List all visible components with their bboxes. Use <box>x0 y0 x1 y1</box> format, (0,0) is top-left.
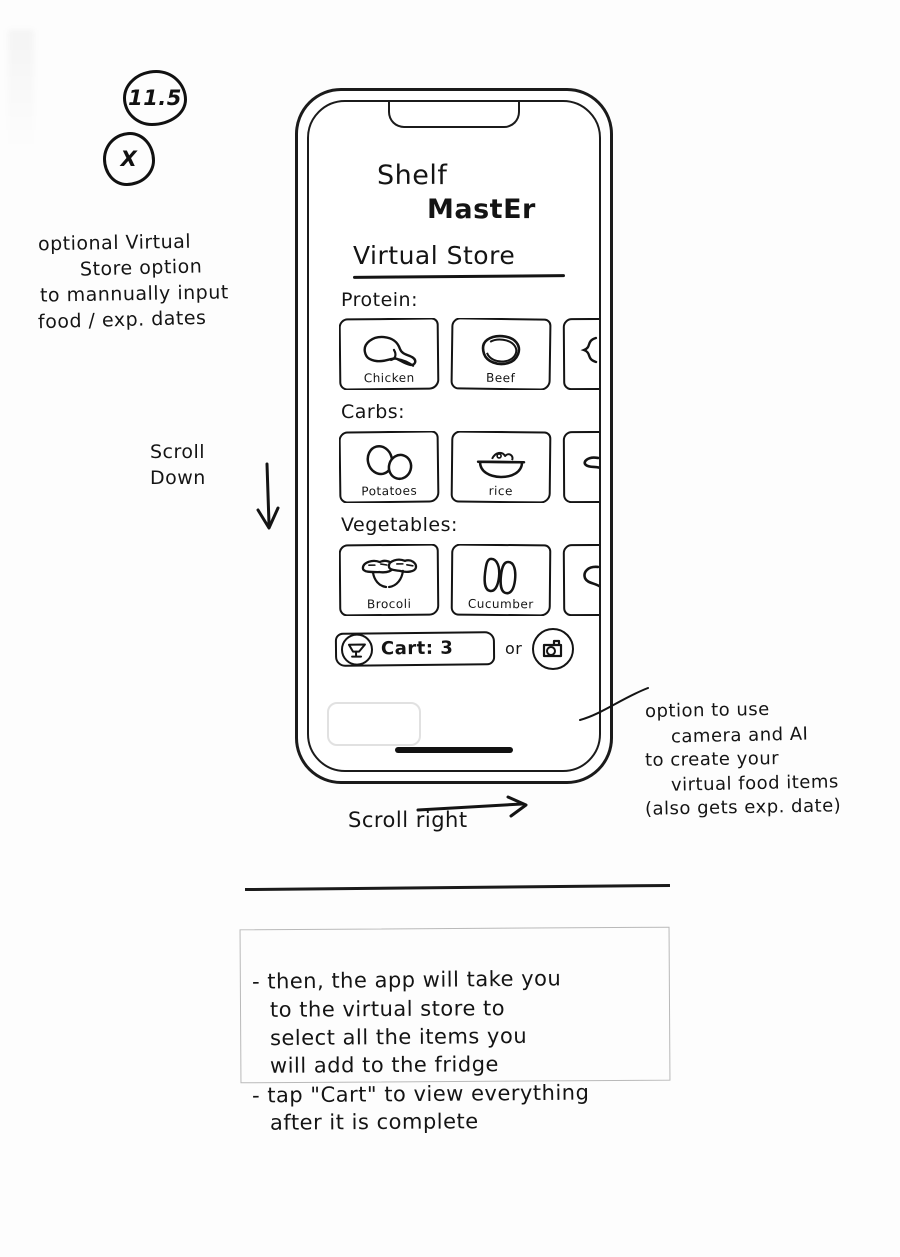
bottom-note-line-2: to the virtual store to <box>269 995 506 1022</box>
x-mark-label: X <box>120 146 138 171</box>
home-indicator <box>395 747 513 753</box>
food-label-beef: Beef <box>485 370 516 386</box>
erased-pencil-mark <box>327 702 421 746</box>
section-carbs: Carbs: Potatoes <box>309 400 599 503</box>
card-row-carbs[interactable]: Potatoes rice <box>339 430 599 503</box>
food-card-partial-veg[interactable] <box>562 543 599 616</box>
section-vegetables: Vegetables: Brocoli <box>309 513 599 616</box>
x-mark-marker: X <box>103 132 155 186</box>
rice-bowl-icon <box>476 451 526 479</box>
bottom-note-line-6: after it is complete <box>269 1109 479 1135</box>
arrow-right-icon <box>416 795 528 818</box>
food-label-rice: rice <box>488 483 513 498</box>
bottom-note-text: - then, the app will take you to the vir… <box>252 938 892 1136</box>
bottom-note-line-4: will add to the fridge <box>269 1052 499 1079</box>
paper-smudge <box>8 30 34 150</box>
left-annotation: optional Virtual Store option to mannual… <box>38 205 288 333</box>
left-annotation-line-4: food / exp. dates <box>37 306 207 333</box>
app-screen: Shelf MastEr Virtual Store Protein: <box>309 102 599 770</box>
cucumber-icon <box>483 557 517 594</box>
bottom-note-line-3: select all the items you <box>269 1023 528 1051</box>
cart-label: Cart: 3 <box>380 636 454 659</box>
food-card-partial-carb[interactable] <box>562 430 599 503</box>
phone-screen-bezel: Shelf MastEr Virtual Store Protein: <box>307 100 601 772</box>
partial-food-icon <box>583 565 599 587</box>
left-annotation-line-2: Store option <box>79 255 203 281</box>
cart-button[interactable]: Cart: 3 <box>334 630 496 667</box>
page-title-wrap: Virtual Store <box>352 239 569 279</box>
section-divider <box>244 883 671 891</box>
left-annotation-line-3: to mannually input <box>39 281 229 307</box>
right-annotation-line-3: to create your <box>644 747 780 771</box>
food-card-potatoes[interactable]: Potatoes <box>339 430 440 503</box>
scroll-right-label: Scroll right <box>348 808 468 832</box>
phone-frame: Shelf MastEr Virtual Store Protein: <box>295 88 613 784</box>
food-label-brocoli: Brocoli <box>366 596 412 611</box>
broccoli-icon <box>361 558 418 588</box>
section-label-vegetables: Vegetables: <box>341 513 458 536</box>
beef-steak-icon <box>481 335 521 366</box>
chicken-drumstick-icon <box>363 336 417 368</box>
right-annotation: option to use camera and AI to create yo… <box>645 675 895 821</box>
food-card-chicken[interactable]: Chicken <box>339 318 440 391</box>
food-label-potatoes: Potatoes <box>361 483 418 499</box>
food-card-cucumber[interactable]: Cucumber <box>450 543 552 616</box>
section-protein: Protein: Chicken <box>309 288 599 391</box>
right-annotation-line-5: (also gets exp. date) <box>644 795 842 821</box>
right-annotation-line-2: camera and AI <box>670 723 809 748</box>
card-row-vegetables[interactable]: Brocoli Cucumber <box>339 543 599 616</box>
food-card-rice[interactable]: rice <box>450 430 552 503</box>
phone-notch <box>388 102 520 128</box>
food-card-brocoli[interactable]: Brocoli <box>339 543 440 616</box>
arrow-down-icon <box>256 462 280 530</box>
page-title: Virtual Store <box>353 240 516 270</box>
partial-food-icon <box>580 337 598 364</box>
camera-icon <box>543 639 563 657</box>
app-title-line-1: Shelf <box>377 160 448 191</box>
left-annotation-line-1: optional Virtual <box>37 230 192 255</box>
section-label-protein: Protein: <box>341 288 419 311</box>
camera-annotation-leader-line <box>579 687 649 721</box>
potatoes-icon <box>366 444 413 480</box>
card-row-protein[interactable]: Chicken Beef <box>339 318 599 391</box>
food-card-partial-protein[interactable] <box>562 318 599 391</box>
scroll-down-label: Scroll Down <box>150 441 206 489</box>
section-label-carbs: Carbs: <box>341 401 406 424</box>
camera-button[interactable] <box>532 627 575 670</box>
page-number-marker: 11.5 <box>123 70 187 126</box>
right-annotation-line-1: option to use <box>644 699 770 723</box>
partial-food-icon <box>583 456 599 470</box>
cart-bar: Cart: 3 or <box>334 627 599 670</box>
food-label-cucumber: Cucumber <box>467 596 534 611</box>
or-separator-label: or <box>505 638 523 658</box>
bottom-note-line-1: - then, the app will take you <box>251 966 562 994</box>
page-number-label: 11.5 <box>128 85 182 110</box>
bottom-note-line-5: - tap "Cart" to view everything <box>251 1080 590 1108</box>
app-title-line-2: MastEr <box>427 194 536 226</box>
food-label-chicken: Chicken <box>363 370 415 386</box>
shopping-cart-icon <box>340 632 374 666</box>
food-card-beef[interactable]: Beef <box>450 318 552 391</box>
page-title-underline <box>352 273 566 279</box>
